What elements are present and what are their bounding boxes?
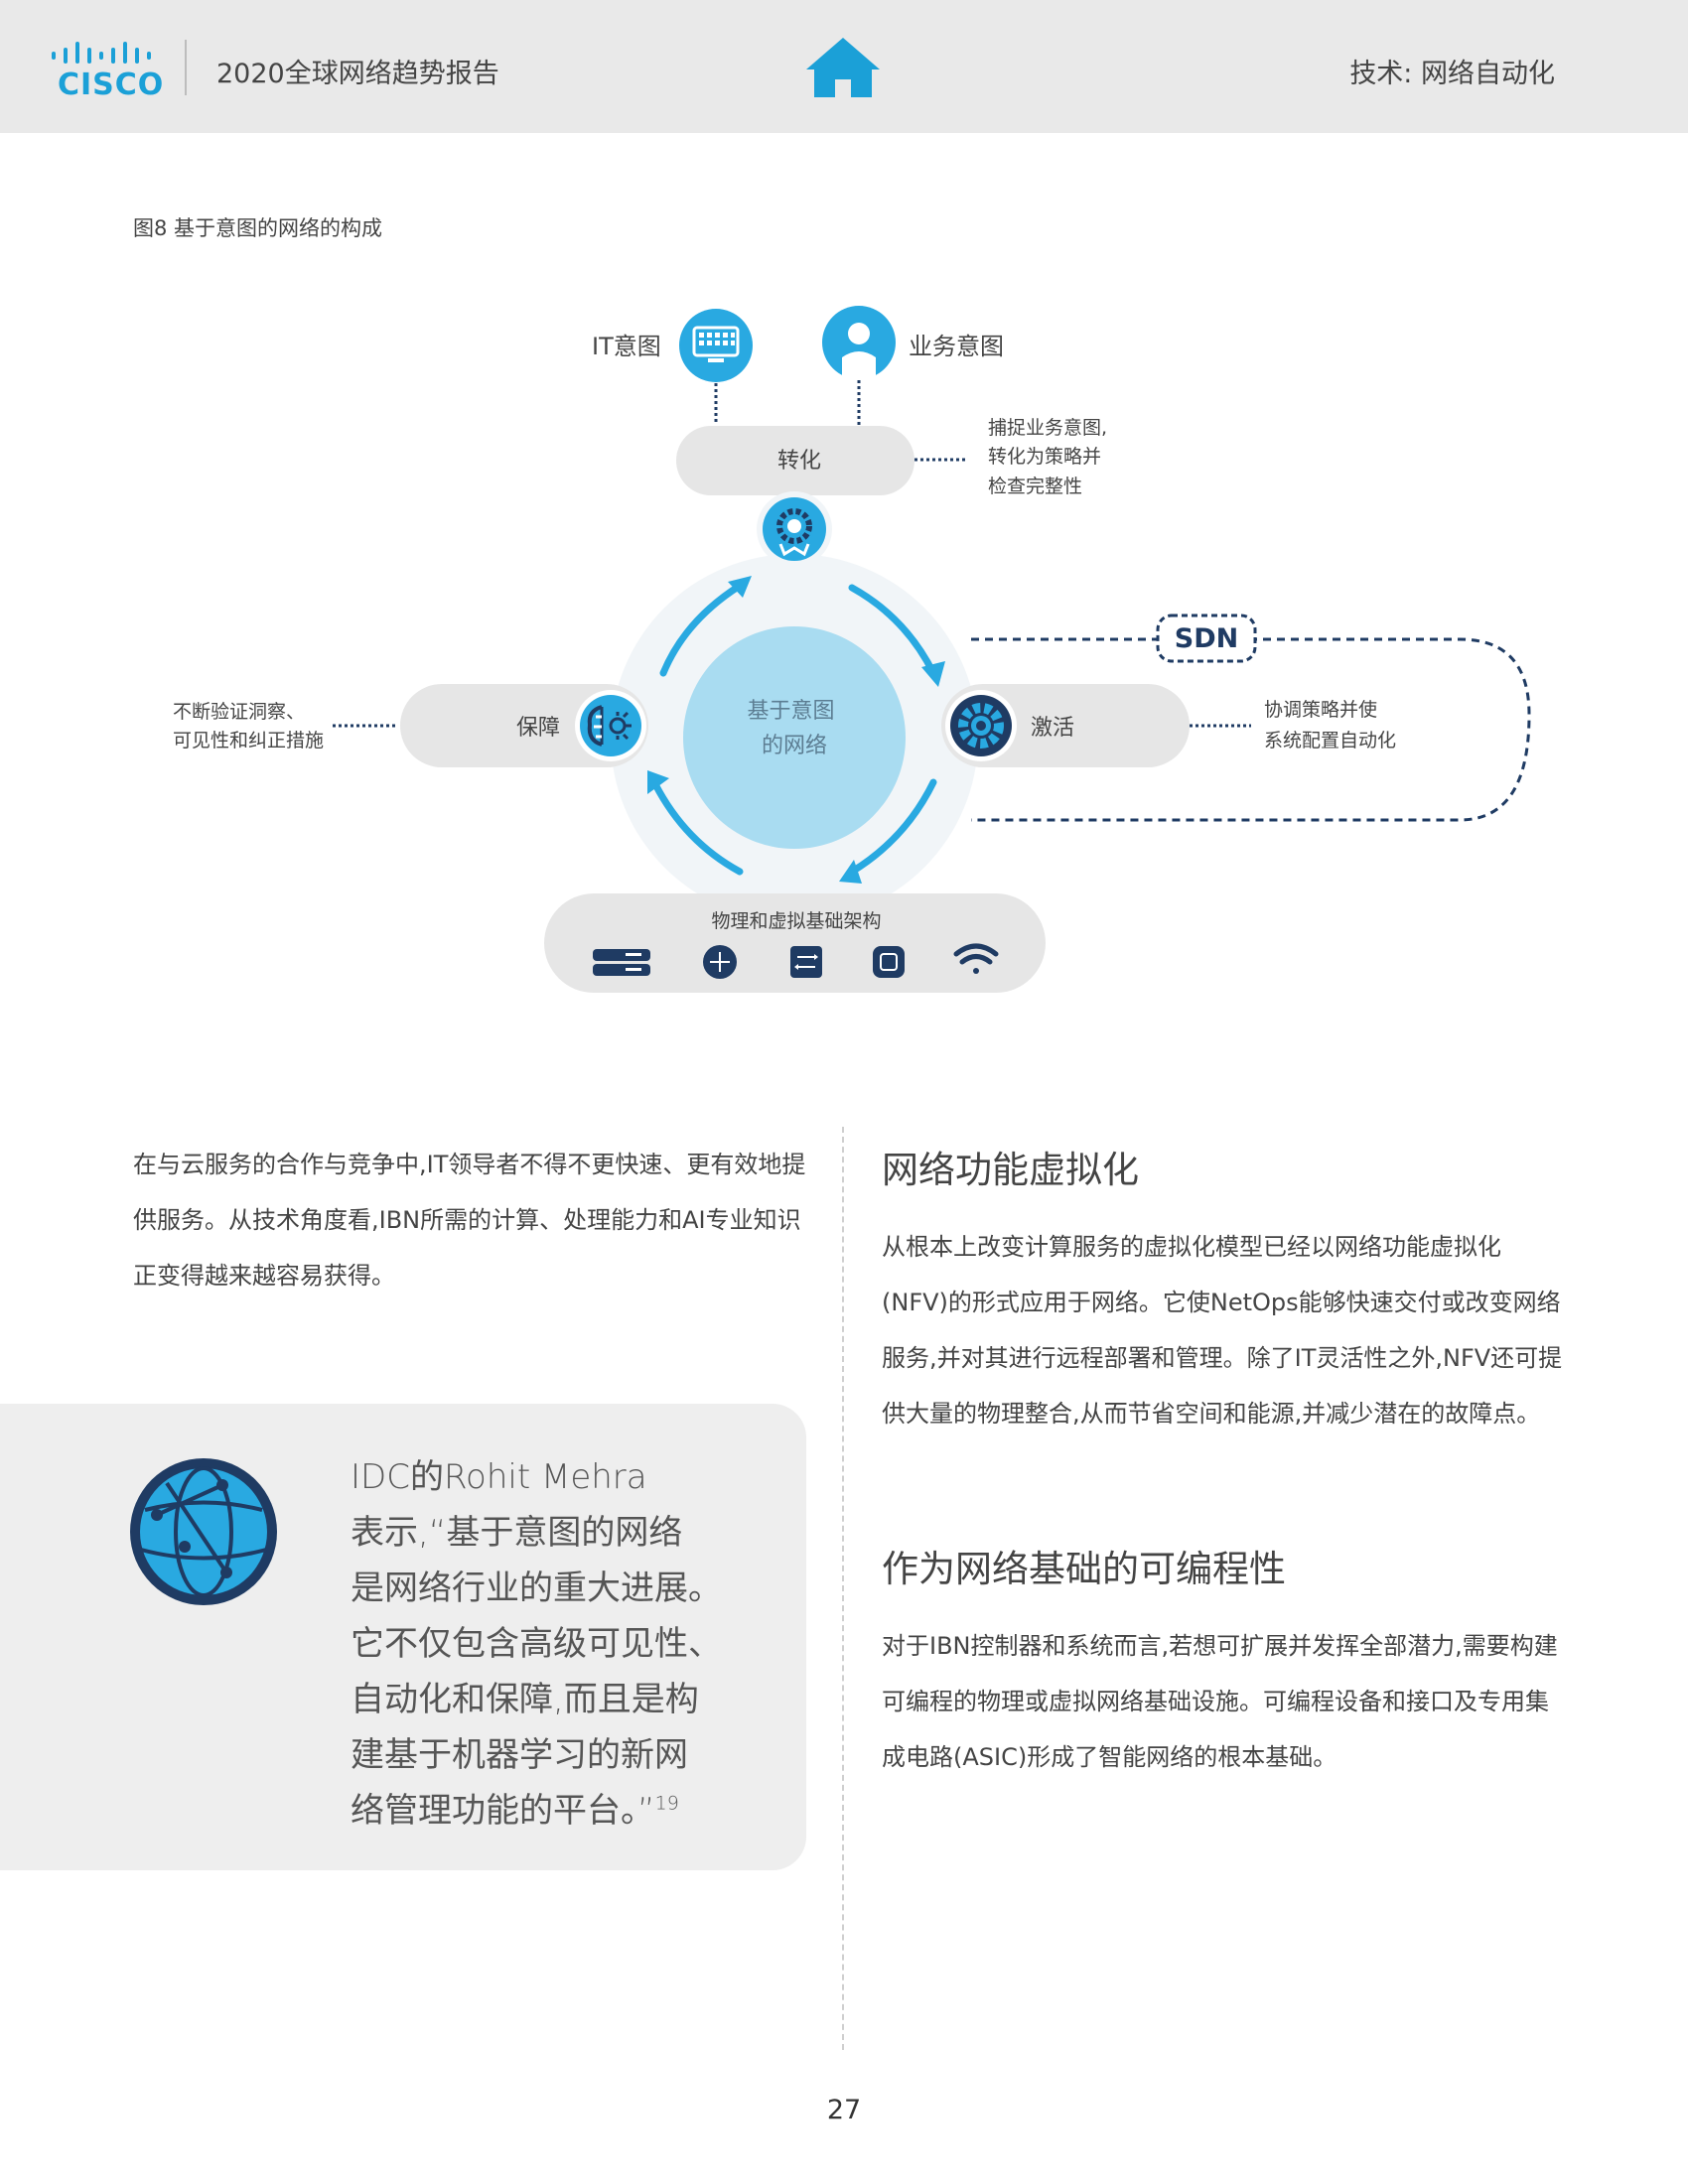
cisco-logo-text: CISCO bbox=[58, 68, 165, 102]
activation-gear-icon bbox=[945, 690, 1017, 761]
page-number: 27 bbox=[826, 2095, 862, 2125]
quote-line: 建基于机器学习的新网 bbox=[351, 1735, 688, 1775]
quote-line-last: 络管理功能的平台。”19 bbox=[351, 1783, 787, 1839]
assurance-note: 不断验证洞察、 可见性和纠正措施 bbox=[173, 701, 324, 751]
figure-caption: 图8 基于意图的网络的构成 bbox=[133, 216, 383, 240]
brain-icon bbox=[575, 690, 646, 761]
wifi-icon bbox=[953, 943, 999, 974]
quote-line: 是网络行业的重大进展。 bbox=[351, 1569, 722, 1608]
it-intent-icon bbox=[679, 309, 753, 382]
it-intent-label: IT意图 bbox=[592, 333, 661, 360]
activation-note: 协调策略并使 系统配置自动化 bbox=[1264, 699, 1396, 751]
page-header: CISCO 2020全球网络趋势报告 技术: 网络自动化 bbox=[0, 0, 1688, 133]
quote-line: 自动化和保障,而且是构 bbox=[351, 1680, 699, 1719]
sdn-badge bbox=[1156, 614, 1257, 663]
programmability-paragraph: 对于IBN控制器和系统而言,若想可扩展并发挥全部潜力,需要构建可编程的物理或虚拟… bbox=[882, 1632, 1558, 1771]
business-intent-label: 业务意图 bbox=[909, 333, 1004, 360]
cisco-logo bbox=[52, 42, 151, 64]
translate-gear-icon bbox=[757, 491, 832, 567]
home-icon[interactable] bbox=[802, 34, 884, 99]
assurance-label: 保障 bbox=[516, 716, 560, 741]
business-intent-icon bbox=[822, 306, 896, 379]
center-label: 基于意图 的网络 bbox=[747, 699, 841, 758]
quote-box bbox=[0, 1404, 806, 1870]
report-title: 2020全球网络趋势报告 bbox=[216, 59, 499, 89]
quote-line: 它不仅包含高级可见性、 bbox=[351, 1624, 722, 1664]
intro-paragraph: 在与云服务的合作与竞争中,IT领导者不得不更快速、更有效地提供服务。从技术角度看… bbox=[133, 1151, 806, 1290]
cycle-arrows bbox=[651, 582, 937, 876]
footnote-ref[interactable]: 19 bbox=[654, 1792, 679, 1815]
translate-label: 转化 bbox=[777, 449, 821, 474]
infrastructure-label: 物理和虚拟基础架构 bbox=[711, 910, 881, 932]
sdn-loop bbox=[971, 637, 1531, 822]
translate-pill bbox=[676, 426, 914, 495]
infrastructure-pill bbox=[544, 893, 1046, 993]
globe-icon bbox=[130, 1458, 277, 1605]
section-title: 技术: 网络自动化 bbox=[1349, 59, 1555, 89]
device-icon bbox=[873, 946, 905, 978]
server-icon bbox=[593, 949, 650, 976]
switch-icon bbox=[790, 946, 822, 978]
column-divider bbox=[842, 1127, 844, 2050]
nfv-paragraph: 从根本上改变计算服务的虚拟化模型已经以网络功能虚拟化(NFV)的形式应用于网络。… bbox=[882, 1233, 1563, 1428]
cycle-arrowheads bbox=[647, 576, 945, 884]
quote-line: 表示,“基于意图的网络 bbox=[351, 1513, 683, 1553]
translate-note: 捕捉业务意图, 转化为策略并 检查完整性 bbox=[988, 417, 1113, 497]
nfv-heading: 网络功能虚拟化 bbox=[882, 1149, 1139, 1191]
center-circle bbox=[683, 626, 906, 849]
ibn-diagram: IT意图 业务意图 转化 捕捉业务意图, 转化为策略并 检查完整性 bbox=[173, 306, 1531, 993]
activation-label: 激活 bbox=[1031, 716, 1074, 741]
idc-quote: IDC的Rohit Mehra 表示,“基于意图的网络 是网络行业的重大进展。 … bbox=[351, 1449, 787, 1839]
router-icon bbox=[703, 945, 737, 979]
header-divider bbox=[185, 40, 187, 95]
programmability-heading: 作为网络基础的可编程性 bbox=[882, 1548, 1286, 1590]
quote-line: 络管理功能的平台。” bbox=[351, 1791, 655, 1831]
quote-line: IDC的Rohit Mehra bbox=[351, 1457, 647, 1497]
sdn-label: SDN bbox=[1175, 623, 1238, 654]
